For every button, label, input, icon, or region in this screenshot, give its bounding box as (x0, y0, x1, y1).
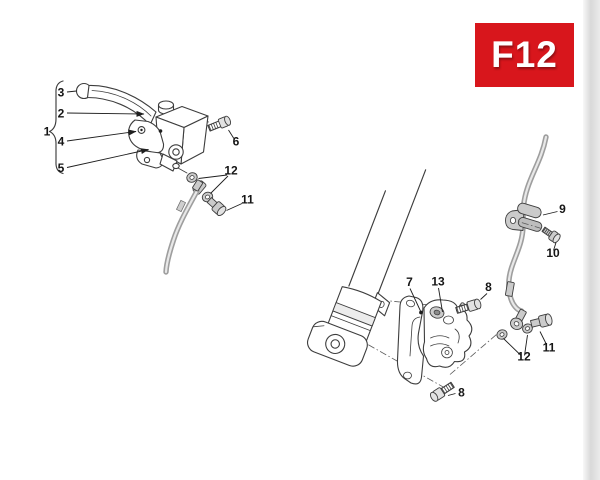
callouts: 1 3 2 4 5 6 12 11 7 13 8 9 10 11 12 8 (44, 80, 566, 400)
callout-part-1: 1 (44, 125, 51, 139)
callout-part-13: 13 (431, 275, 445, 289)
banjo-axis (449, 334, 497, 375)
fork-leg (307, 169, 427, 367)
callout-part-10: 10 (546, 246, 560, 260)
clamp-lower-half (136, 149, 164, 169)
callout-part-6: 6 (233, 135, 240, 149)
banjo-fitting-caliper (496, 308, 553, 340)
hose-union-boss (168, 144, 184, 160)
caliper-bolt-8-upper (455, 298, 482, 314)
callout-part-12-b: 12 (517, 350, 531, 364)
callout-part-3: 3 (58, 86, 65, 100)
figure-code-text: F12 (491, 34, 558, 75)
screw10-axis (517, 221, 542, 229)
bolt-6 (207, 115, 232, 132)
callout-part-8-b: 8 (458, 386, 465, 400)
brake-lever (86, 84, 157, 126)
figure-code-badge: F12 (475, 23, 574, 87)
callout-part-2: 2 (58, 107, 65, 121)
clamp-screw-10 (541, 226, 561, 244)
callout-part-11-b: 11 (543, 341, 556, 355)
hose-clamp-9 (505, 202, 543, 232)
banjo-bolt-11-rear (530, 313, 553, 328)
callout-part-4: 4 (58, 135, 65, 149)
master-cylinder-assembly (75, 82, 209, 172)
master-cylinder-body (155, 105, 209, 165)
callout-part-7: 7 (406, 275, 413, 289)
axle-lug (307, 320, 368, 367)
banjo-bolt-11-front (206, 197, 227, 217)
bracket-part-1 (48, 80, 64, 175)
caliper-bolt-8-lower (429, 381, 455, 402)
bolt-axis-upper (384, 300, 456, 308)
callout-part-8-a: 8 (485, 280, 492, 294)
fork-stanchion (376, 169, 427, 298)
callout-part-11-a: 11 (241, 193, 254, 207)
brake-hose-upper (163, 179, 204, 275)
leader-dot-body (158, 129, 163, 133)
bolt-axis-lower (350, 334, 446, 389)
callout-part-12-a: 12 (224, 164, 238, 178)
callout-part-9: 9 (559, 202, 566, 216)
brake-hose-lower (504, 134, 549, 314)
outlet-port (159, 153, 180, 172)
callout-part-5: 5 (58, 161, 65, 175)
brake-caliper-assembly (396, 295, 473, 385)
page-edge-shadow (583, 0, 600, 480)
